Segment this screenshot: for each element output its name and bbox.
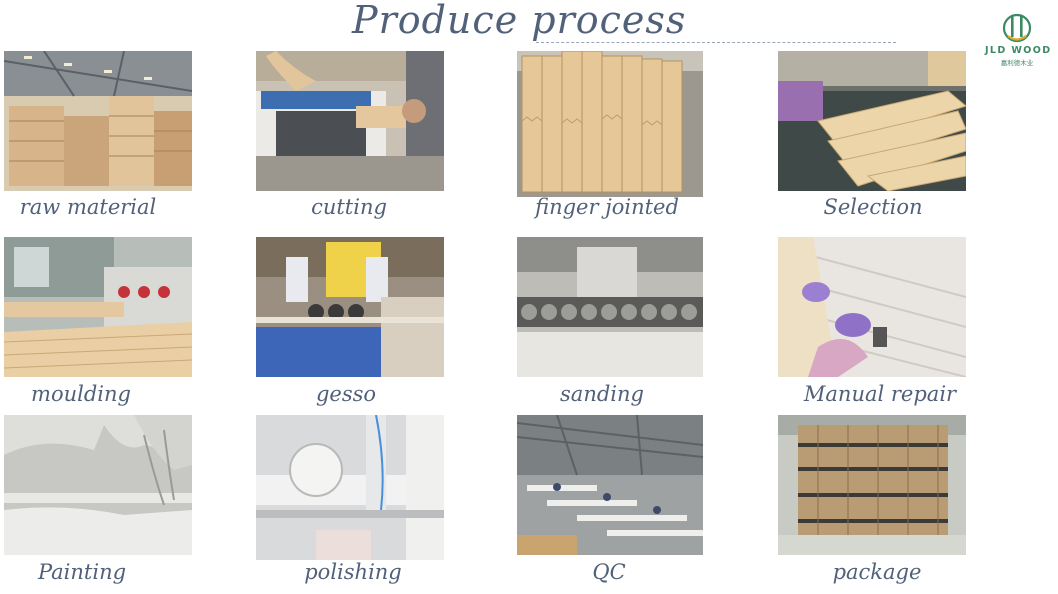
package-photo [778, 415, 966, 555]
step-label-sanding: sanding [560, 382, 644, 406]
step-label-package: package [832, 560, 922, 584]
step-label-finger-jointed: finger jointed [535, 195, 679, 219]
step-label-qc: QC [592, 560, 626, 584]
qc-photo [517, 415, 703, 555]
page-title: Produce process [352, 0, 687, 42]
company-logo: JLD WOOD 嘉利德木业 [985, 12, 1052, 74]
gesso-photo [256, 237, 444, 377]
step-label-raw-material: raw material [19, 195, 157, 219]
step-label-cutting: cutting [311, 195, 387, 219]
logo-brand-text: JLD WOOD [985, 45, 1052, 56]
finger-jointed-photo [517, 51, 703, 197]
step-label-gesso: gesso [315, 382, 377, 406]
painting-photo [4, 415, 192, 555]
step-label-manual-repair: Manual repair [803, 382, 957, 406]
step-label-selection: Selection [823, 195, 923, 219]
step-label-painting: Painting [37, 560, 127, 584]
cutting-photo [256, 51, 444, 191]
step-label-moulding: moulding [31, 382, 131, 406]
title-divider [536, 42, 896, 43]
sanding-photo [517, 237, 703, 377]
logo-subtitle: 嘉利德木业 [1000, 59, 1034, 67]
manual-repair-photo [778, 237, 966, 377]
moulding-photo [4, 237, 192, 377]
polishing-photo [256, 415, 444, 560]
jld-logo-icon [1002, 13, 1032, 43]
raw-material-photo [4, 51, 192, 191]
step-label-polishing: polishing [304, 560, 402, 584]
selection-photo [778, 51, 966, 191]
